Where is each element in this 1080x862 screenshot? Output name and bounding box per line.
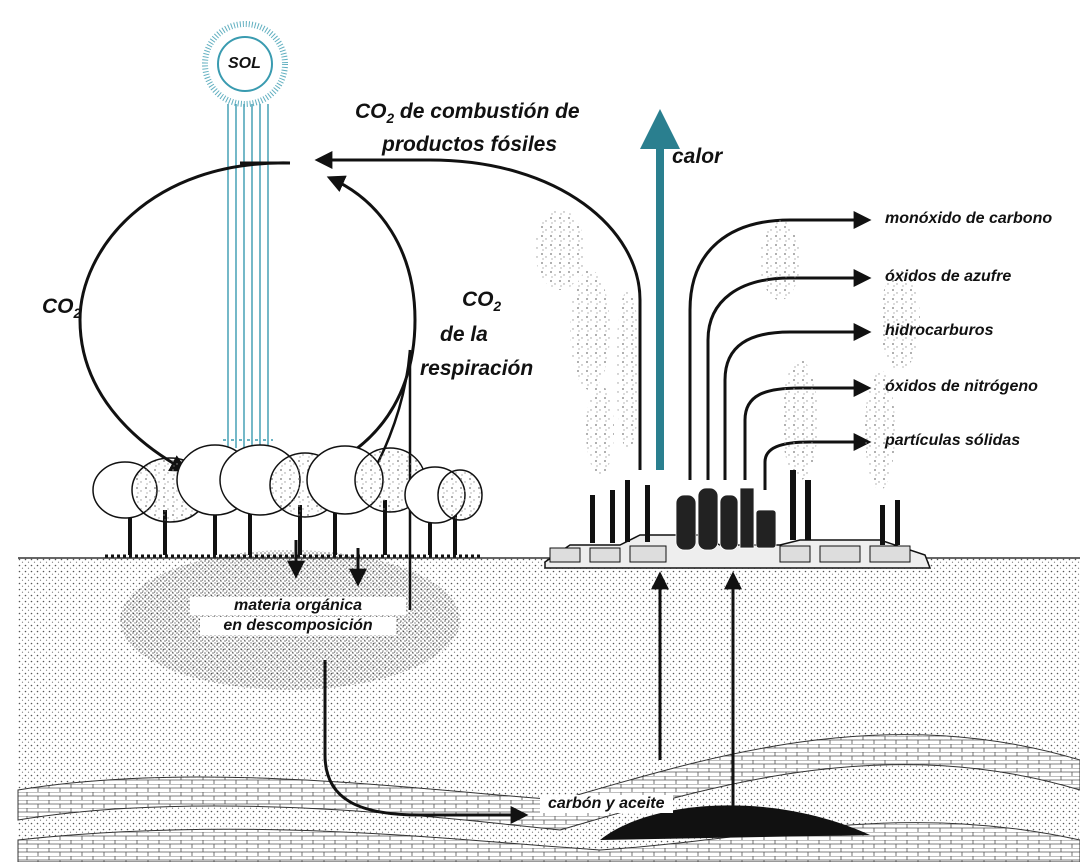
combustion-label-line2: productos fósiles (382, 133, 558, 156)
emission-label-5: partículas sólidas (885, 432, 1021, 449)
factory (544, 470, 932, 569)
fossilization-arrow (323, 660, 529, 824)
heat-label: calor (672, 145, 723, 168)
emission-label-4: óxidos de nitrógeno (885, 378, 1038, 395)
respiration-co2: CO2 (462, 288, 502, 314)
fossil-label: carbón y aceite (540, 795, 673, 814)
sun-rays (223, 104, 273, 448)
trees (92, 444, 483, 558)
organic-matter-line1: materia orgánica (190, 597, 406, 616)
emission-arrow-3 (723, 323, 872, 480)
organic-matter-line2: en descomposición (200, 617, 396, 636)
emission-arrow-5 (763, 433, 872, 490)
co2-respiration-arrow (319, 175, 417, 472)
co2-uptake-arrow (78, 161, 291, 472)
sun-icon (202, 21, 288, 107)
smoke-plumes (535, 210, 920, 490)
emission-label-2: óxidos de azufre (885, 268, 1012, 285)
co2-left-label: CO2 (42, 295, 82, 321)
respiration-label-line2: respiración (420, 357, 534, 380)
sun-label: SOL (228, 55, 261, 72)
combustion-arrow (314, 151, 642, 470)
emission-label-1: monóxido de carbono (885, 210, 1053, 227)
combustion-label-line1: CO2 de combustión de (355, 100, 580, 126)
fossil-deposit (600, 805, 870, 840)
emission-label-3: hidrocarburos (885, 322, 994, 339)
respiration-label-line1: de la (440, 323, 488, 346)
